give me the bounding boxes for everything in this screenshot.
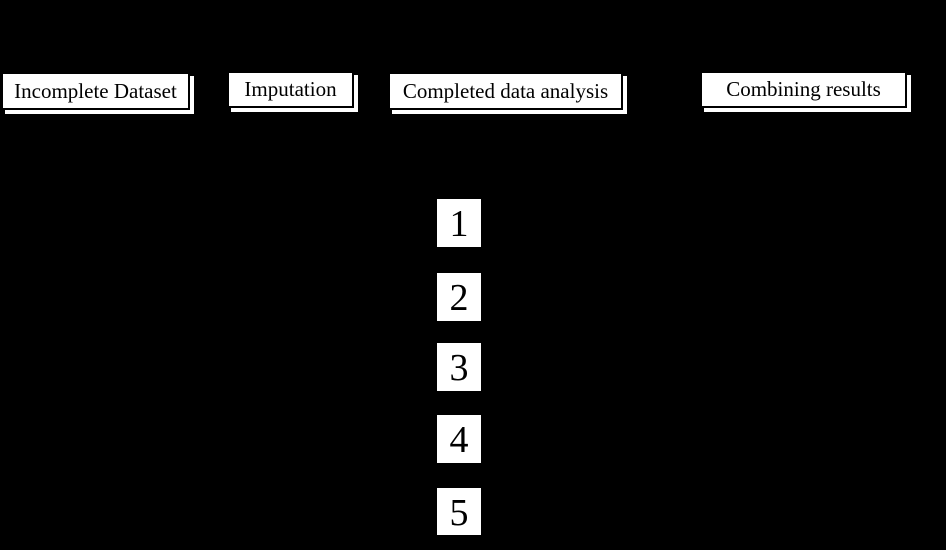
imputed-dataset-number-3: 3 <box>449 347 469 389</box>
imputed-dataset-number-2: 2 <box>449 277 469 319</box>
stage-label-combining-results: Combining results <box>726 77 881 101</box>
stage-label-incomplete-dataset: Incomplete Dataset <box>14 78 177 103</box>
stage-box-imputation: Imputation <box>227 71 354 108</box>
stage-box-completed-data-analysis: Completed data analysis <box>388 72 623 110</box>
stage-label-completed-data-analysis: Completed data analysis <box>402 78 609 103</box>
stage-box-incomplete-dataset: Incomplete Dataset <box>1 72 190 110</box>
stage-box-combining-results: Combining results <box>700 71 907 108</box>
imputed-dataset-box-4: 4 <box>437 415 481 463</box>
imputed-dataset-box-2: 2 <box>437 273 481 321</box>
imputed-dataset-number-1: 1 <box>449 203 469 245</box>
imputed-dataset-box-1: 1 <box>437 199 481 247</box>
imputed-dataset-number-5: 5 <box>449 491 469 534</box>
stage-label-imputation: Imputation <box>244 77 337 101</box>
imputed-dataset-box-5: 5 <box>437 488 481 535</box>
imputed-dataset-number-4: 4 <box>449 419 469 461</box>
imputed-dataset-box-3: 3 <box>437 343 481 391</box>
